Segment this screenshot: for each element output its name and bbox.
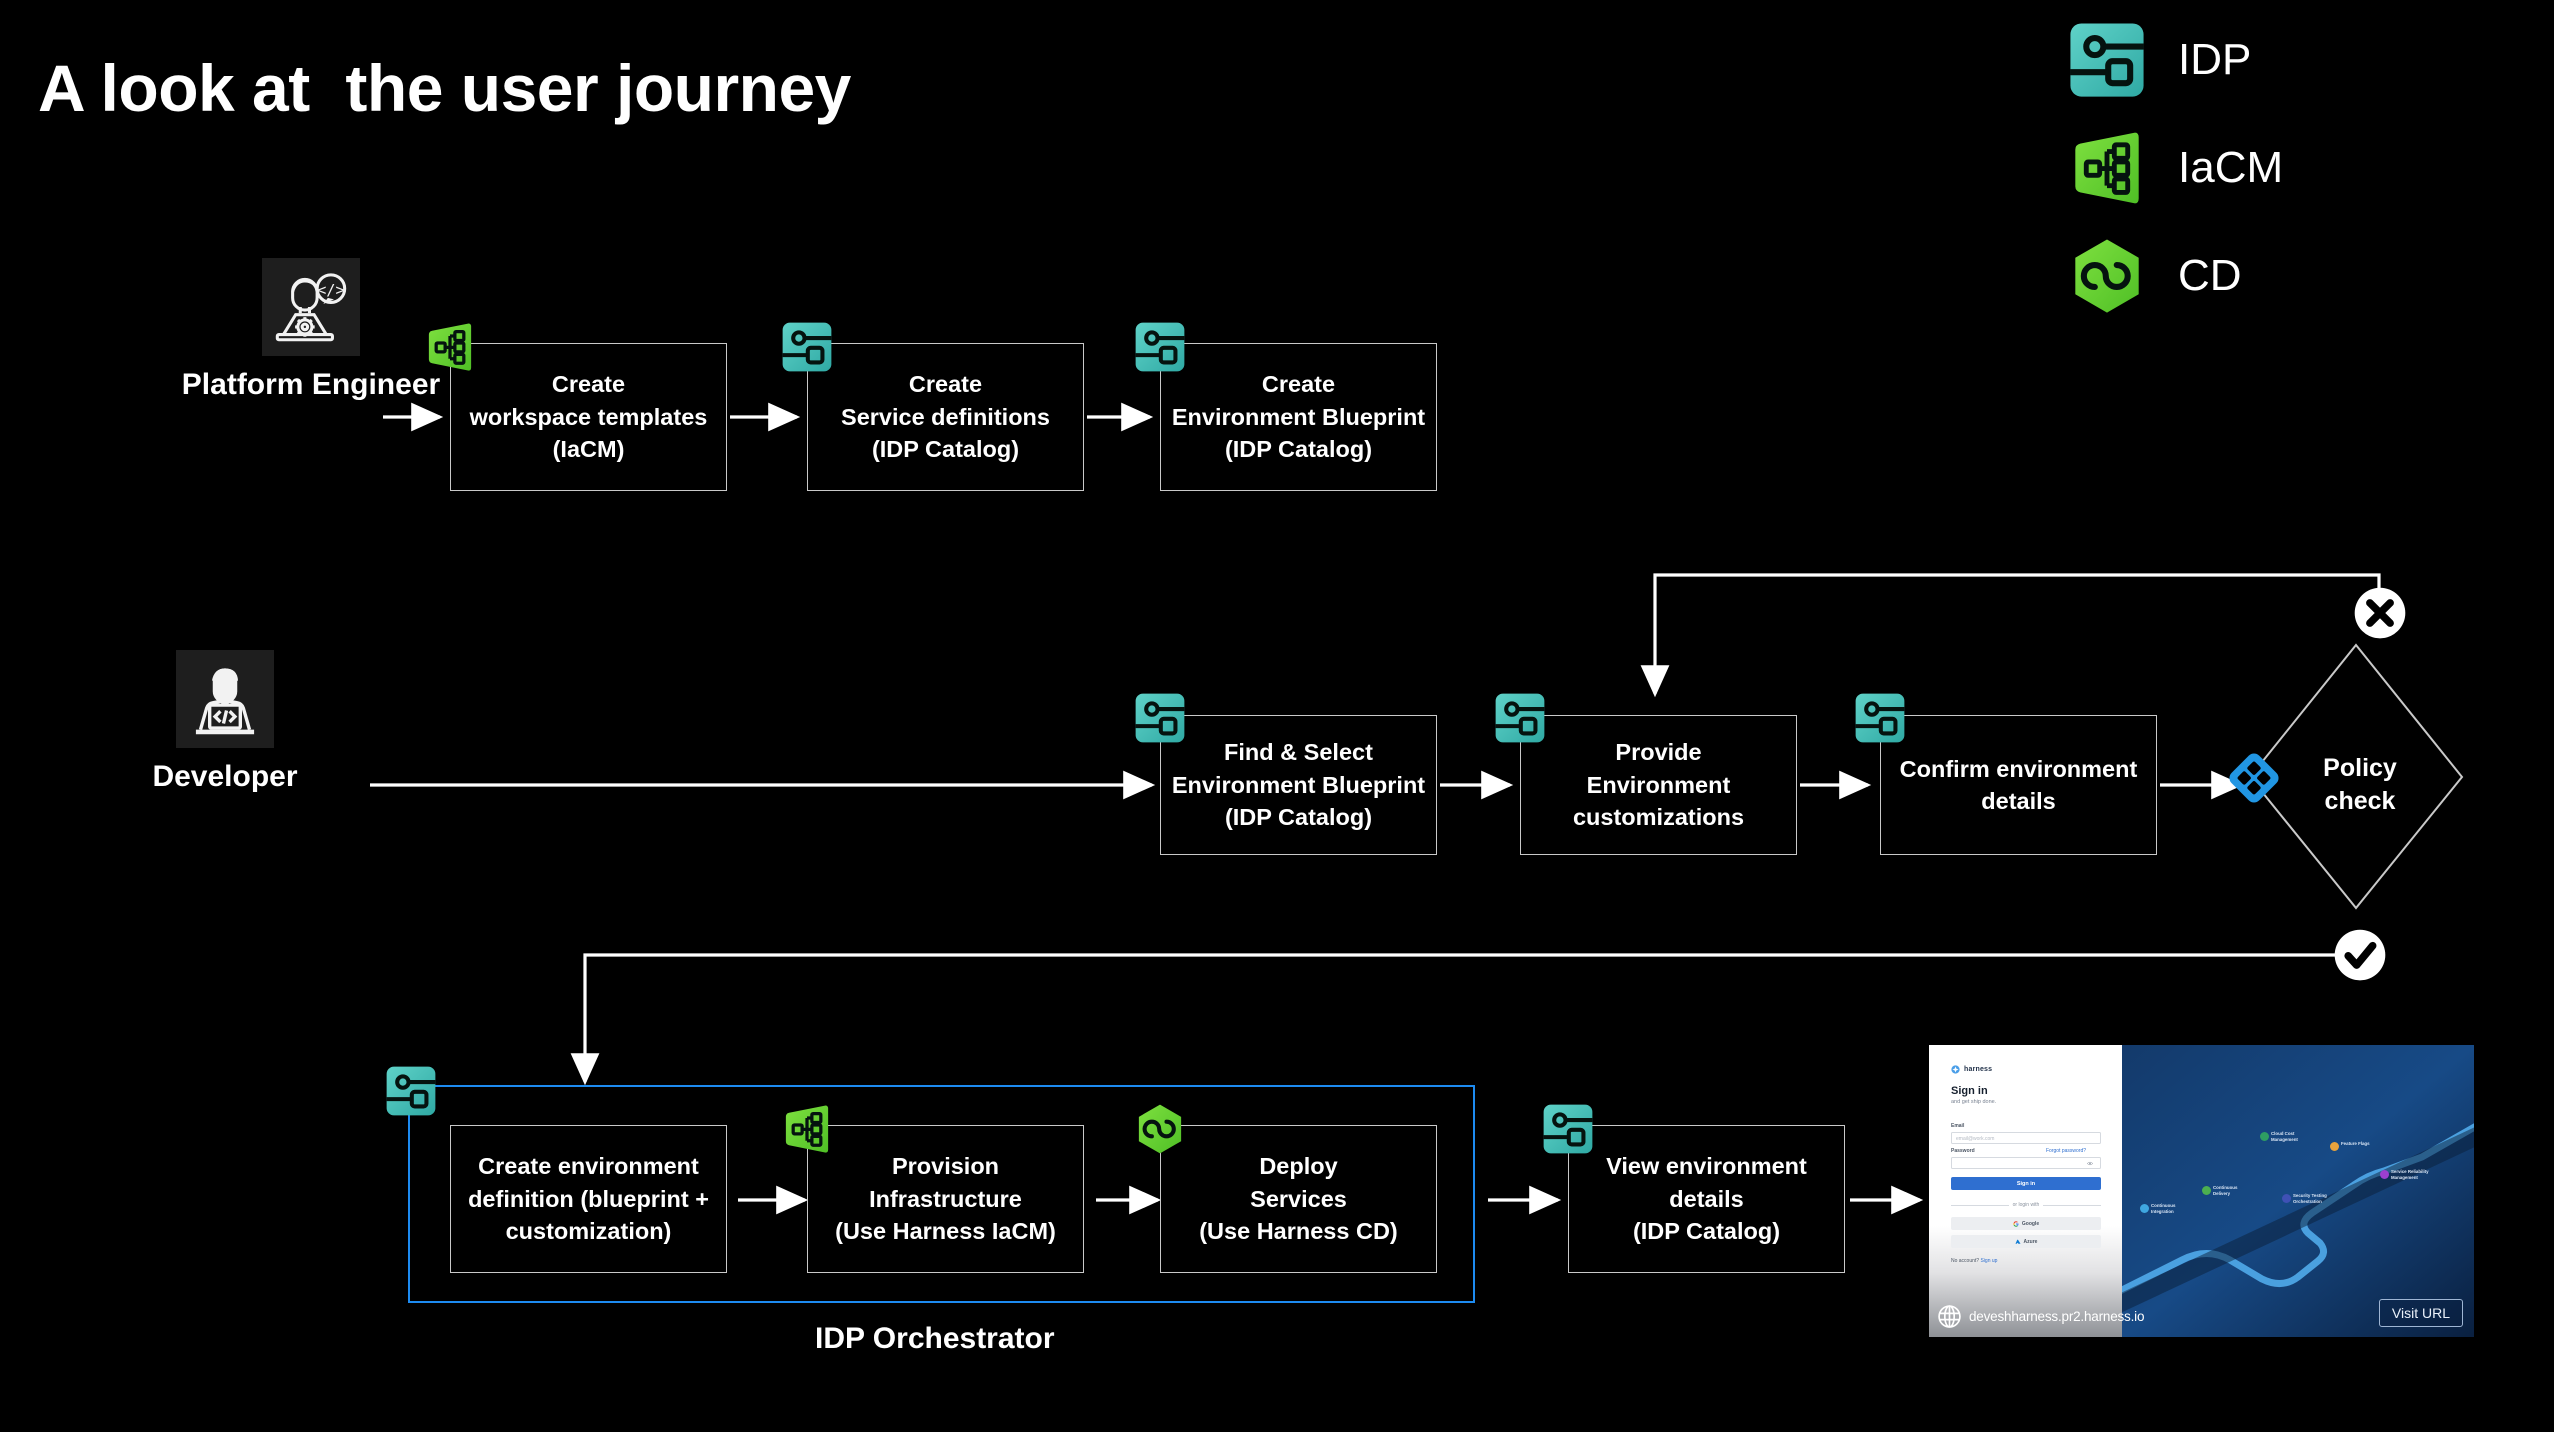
azure-login-label: Azure [2023,1238,2038,1245]
azure-login-button[interactable]: Azure [1951,1235,2101,1248]
divider-line-left [1951,1204,2009,1206]
url-text: deveshharness.pr2.harness.io [1969,1309,2145,1324]
module-label: Security Testing Orchestration [2293,1193,2327,1204]
module-continuous-integration: Continuous Integration [2140,1203,2175,1214]
module-dot [2140,1204,2149,1213]
decision-policy-check-label: Policy check [2323,754,2397,815]
approve-check-icon [2334,929,2386,981]
module-dot [2380,1170,2389,1179]
persona-platform-engineer: </> Platform Engineer [166,258,456,402]
iacm-icon [2075,132,2139,204]
step-provision-infrastructure[interactable]: Provision Infrastructure (Use Harness Ia… [807,1125,1084,1273]
idp-icon [1135,322,1185,372]
legend-label-idp: IDP [2178,35,2252,84]
persona-label-platform-engineer: Platform Engineer [181,368,441,401]
module-label: Service Reliability Management [2391,1169,2429,1180]
url-bar: deveshharness.pr2.harness.io [1937,1304,2144,1329]
legend-label-cd: CD [2178,251,2242,300]
idp-icon [782,322,832,372]
persona-developer: Developer [135,650,315,794]
visit-url-button[interactable]: Visit URL [2378,1299,2463,1327]
module-dot [2282,1194,2291,1203]
idp-icon [2070,23,2144,97]
harness-logo-text: harness [1964,1066,1993,1073]
signin-button[interactable]: Sign in [1951,1177,2101,1190]
harness-signin-screenshot[interactable]: harness Sign in and get ship done. Email… [1929,1045,2474,1337]
policy-icon [2229,753,2279,803]
module-dot [2202,1186,2211,1195]
module-label: Cloud Cost Management [2271,1131,2298,1142]
module-label: Feature Flags [2341,1141,2370,1146]
module-continuous-delivery: Continuous Delivery [2202,1185,2237,1196]
legend-item-idp: IDP [2068,6,2488,114]
google-icon [2013,1220,2019,1227]
legend-label-iacm: IaCM [2178,143,2284,192]
module-security-testing-orchestration: Security Testing Orchestration [2282,1193,2327,1204]
idp-orchestrator-frame [408,1085,1475,1303]
step-deploy-services[interactable]: Deploy Services (Use Harness CD) [1160,1125,1437,1273]
platform-engineer-avatar: </> [262,258,360,356]
legend: IDP IaCM [2068,6,2488,330]
step-create-service-definitions[interactable]: Create Service definitions (IDP Catalog) [807,343,1084,491]
signin-panel: harness Sign in and get ship done. Email… [1929,1045,2122,1337]
iacm-icon [428,323,472,371]
legend-item-cd: CD [2068,222,2488,330]
step-create-workspace-templates[interactable]: Create workspace templates (IaCM) [450,343,727,491]
idp-orchestrator-caption: IDP Orchestrator [815,1322,1055,1355]
sign-up-link[interactable]: Sign up [1980,1258,1998,1264]
idp-icon [1855,693,1905,743]
email-placeholder: email@work.com [1956,1136,1995,1142]
password-field[interactable] [1951,1157,2101,1169]
step-view-environment-details[interactable]: View environment details (IDP Catalog) [1568,1125,1845,1273]
journey-path-graphic [2122,1045,2474,1337]
signin-heading: Sign in [1951,1085,1988,1097]
signin-hero-illustration: Continuous Integration Continuous Delive… [2122,1045,2474,1337]
module-feature-flags: Feature Flags [2330,1141,2370,1151]
email-field[interactable] [1951,1132,2101,1144]
google-login-button[interactable]: Google [1951,1217,2101,1230]
idp-icon [1495,693,1545,743]
module-dot [2260,1132,2269,1141]
module-dot [2330,1142,2339,1151]
signin-subheading: and get ship done. [1951,1099,1997,1105]
step-find-select-environment-blueprint[interactable]: Find & Select Environment Blueprint (IDP… [1160,715,1437,855]
page-title: A look at the user journey [38,51,851,125]
module-service-reliability-management: Service Reliability Management [2380,1169,2429,1180]
step-create-environment-definition[interactable]: Create environment definition (blueprint… [450,1125,727,1273]
divider-label: or login with [2012,1202,2040,1208]
svg-text:</>: </> [317,281,345,299]
reject-x-icon [2354,587,2406,639]
azure-icon [2015,1239,2021,1244]
module-label: Continuous Integration [2151,1203,2176,1214]
divider-or-login-with: or login with [1951,1202,2101,1208]
harness-logo: harness [1951,1065,1992,1074]
google-login-label: Google [2021,1220,2040,1227]
iacm-icon [785,1105,829,1153]
legend-item-iacm: IaCM [2068,114,2488,222]
cd-icon [2075,239,2139,313]
globe-icon [1938,1305,1961,1328]
developer-avatar [176,650,274,748]
persona-label-developer: Developer [152,760,298,793]
cd-icon [1138,1104,1182,1154]
email-label: Email [1951,1123,1965,1129]
module-cloud-cost-management: Cloud Cost Management [2260,1131,2298,1142]
step-provide-environment-customizations[interactable]: Provide Environment customizations [1520,715,1797,855]
idp-icon [1543,1104,1593,1154]
eye-icon[interactable] [2087,1161,2093,1166]
divider-line-right [2043,1204,2101,1206]
idp-icon [1135,693,1185,743]
forgot-password-link[interactable]: Forgot password? [2046,1148,2087,1154]
no-account-text: No account? [1951,1258,1980,1264]
password-label: Password [1951,1148,1975,1154]
idp-icon [386,1066,436,1116]
no-account-row: No account? Sign up [1951,1258,1997,1264]
step-create-environment-blueprint[interactable]: Create Environment Blueprint (IDP Catalo… [1160,343,1437,491]
harness-logo-icon [1951,1065,1960,1074]
step-confirm-environment-details[interactable]: Confirm environment details [1880,715,2157,855]
module-label: Continuous Delivery [2213,1185,2238,1196]
